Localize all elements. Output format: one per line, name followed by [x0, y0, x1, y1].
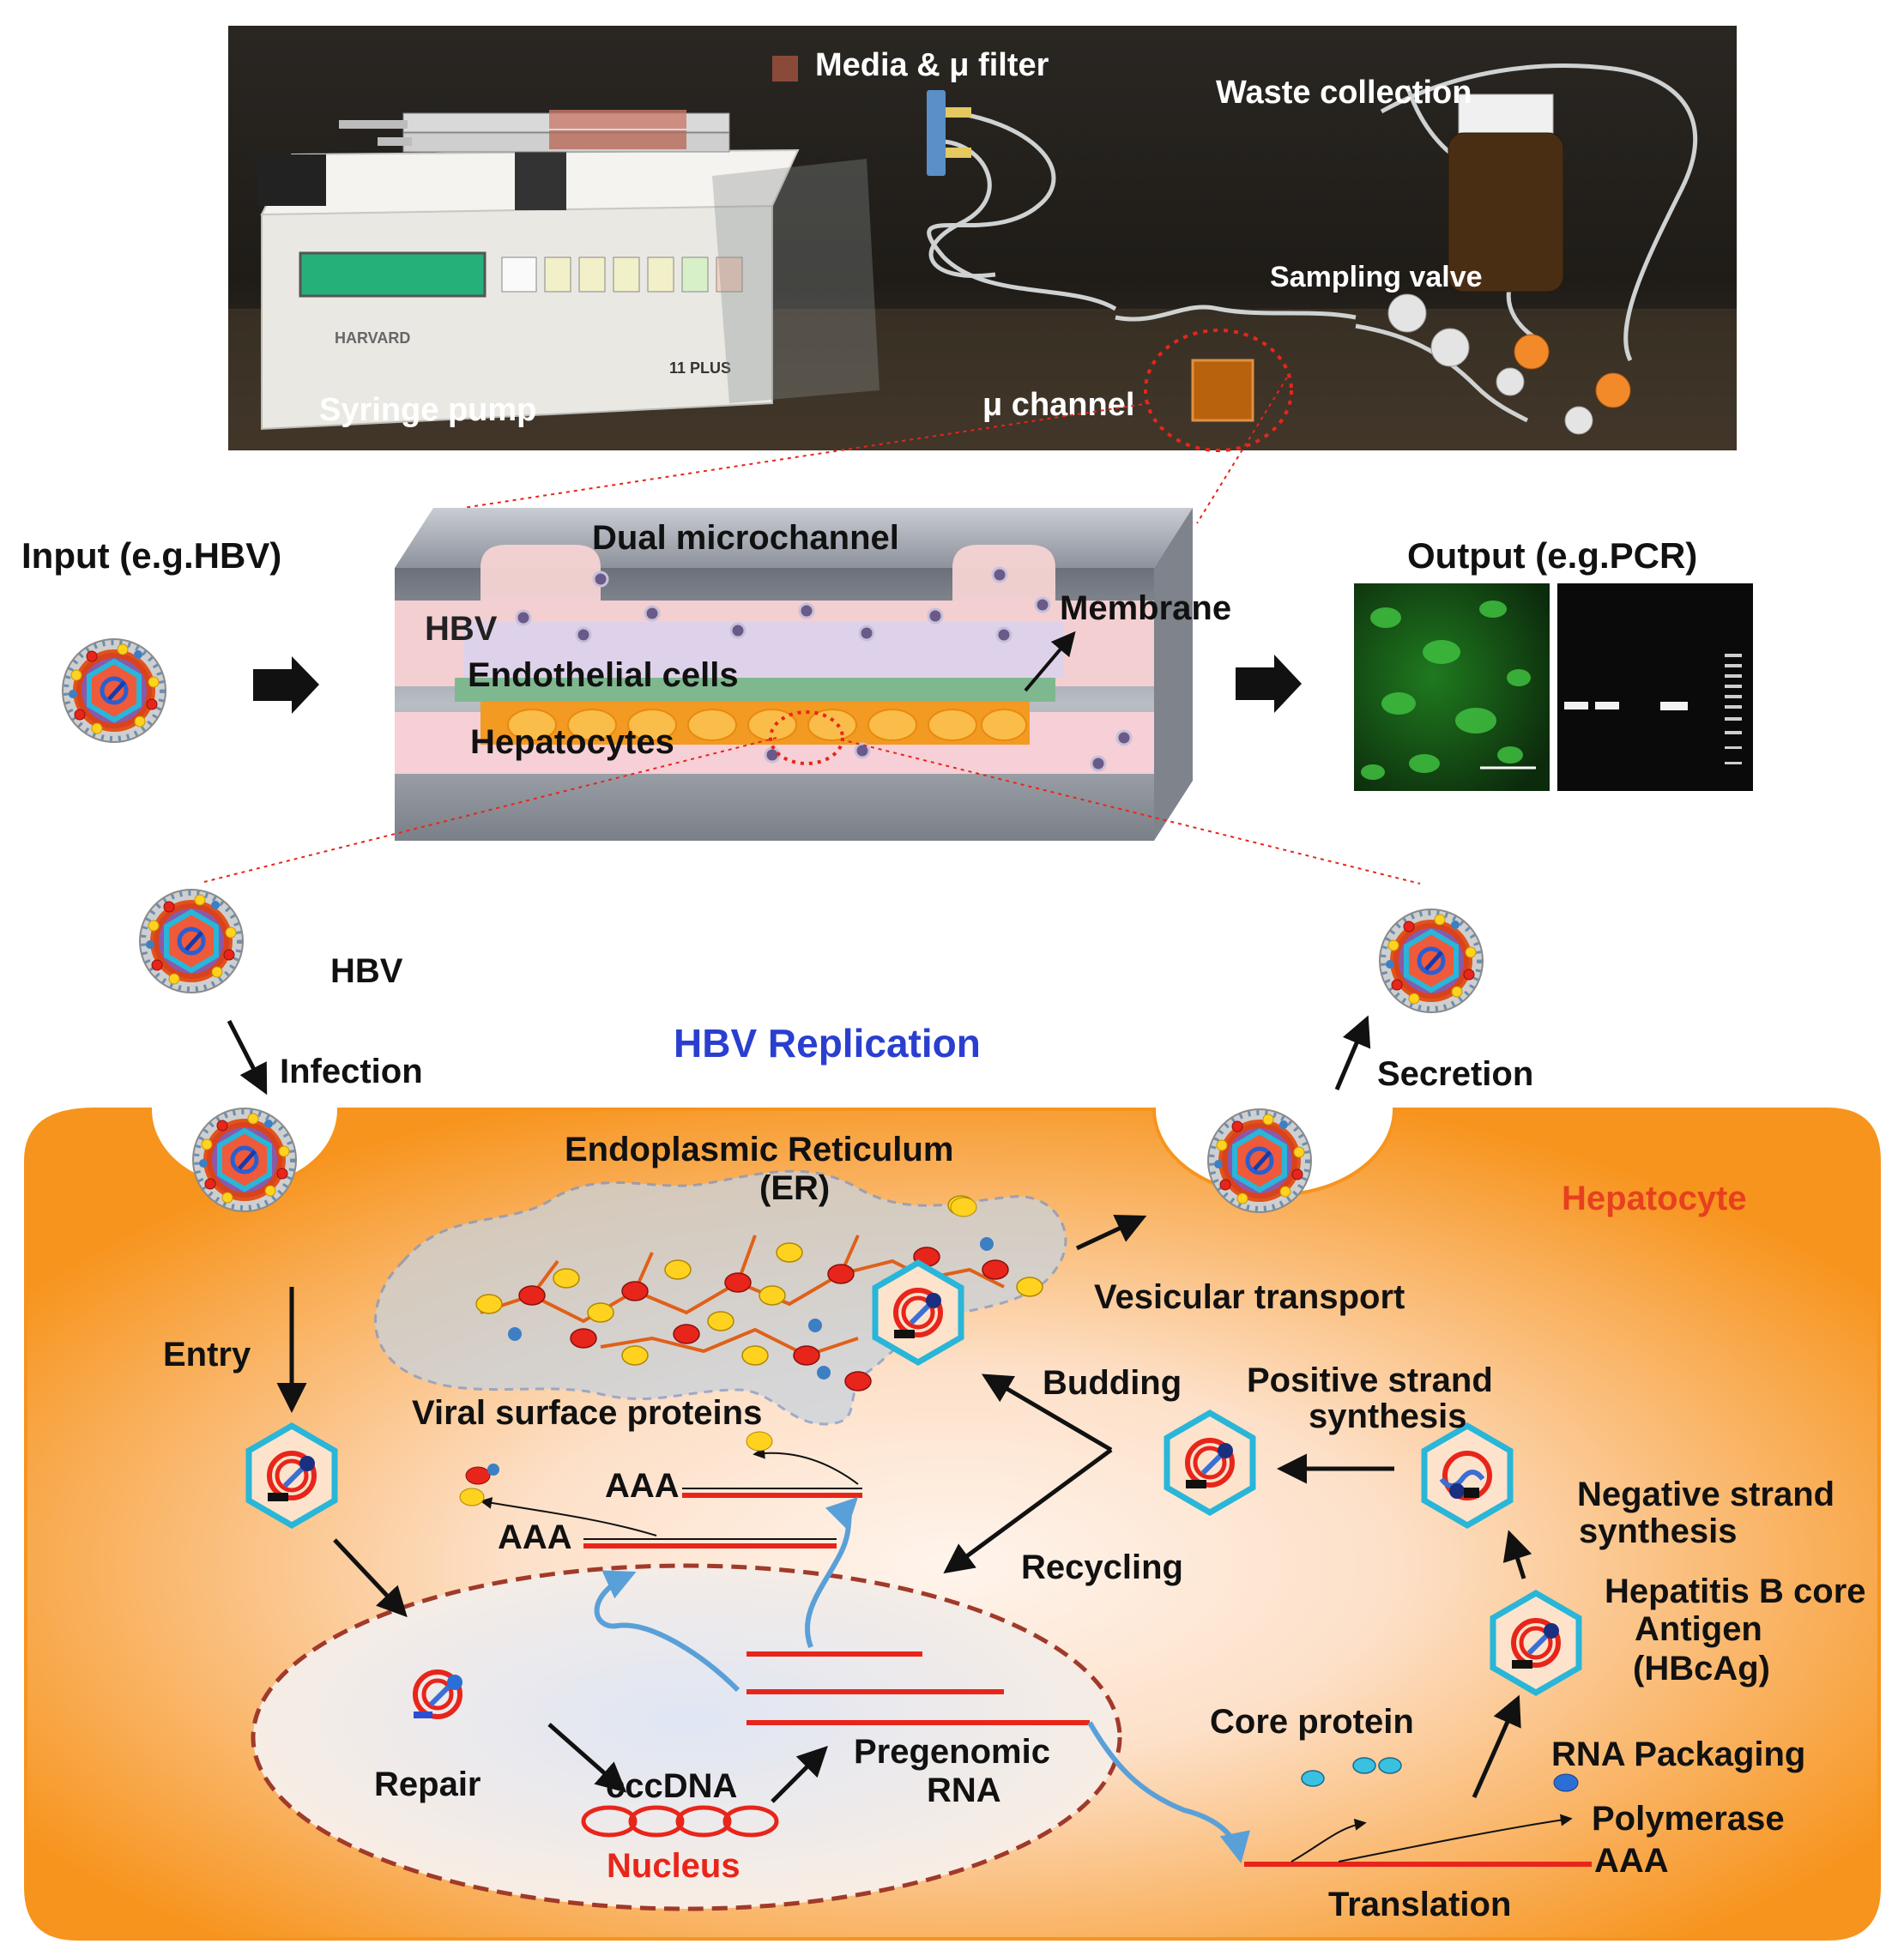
- polymerase-label: Polymerase: [1592, 1800, 1785, 1838]
- translation-label: Translation: [1328, 1886, 1511, 1923]
- secreted-virion-in-vesicle: [1208, 1109, 1311, 1212]
- er-abbrev-label: (ER): [759, 1169, 830, 1207]
- waste-bottle: [1448, 94, 1564, 293]
- hepatocytes-label: Hepatocytes: [470, 723, 674, 761]
- hbcag-line1-label: Hepatitis B core: [1605, 1573, 1866, 1610]
- sampling-valve-label: Sampling valve: [1270, 261, 1483, 293]
- budding-label: Budding: [1043, 1364, 1182, 1402]
- entering-virion: [193, 1108, 296, 1211]
- zoom-line: [203, 737, 777, 883]
- replication-cycle-panel: HBV Replication HBV Infection Secretion …: [24, 890, 1881, 1941]
- er-label: Endoplasmic Reticulum: [565, 1131, 953, 1168]
- zoom-line: [1196, 377, 1288, 524]
- negative-synthesis-label: synthesis: [1579, 1512, 1738, 1550]
- secretion-label: Secretion: [1377, 1055, 1533, 1093]
- syringe-pump-illustration: HARVARD 11 PLUS: [257, 110, 800, 431]
- membrane-pointer-arrow: [1024, 631, 1076, 692]
- entry-label: Entry: [163, 1336, 251, 1373]
- input-label: Input (e.g.HBV): [21, 535, 281, 576]
- entry-capsid: [249, 1426, 335, 1525]
- aaa-label-lower: AAA: [498, 1518, 572, 1556]
- endothelial-layer: [463, 622, 1064, 678]
- nuclear-rna: [746, 1651, 1090, 1725]
- device-hbv-label: HBV: [425, 610, 498, 648]
- core-protein-label: Core protein: [1210, 1703, 1414, 1741]
- repair-label: Repair: [374, 1766, 481, 1803]
- aaa-translation-label: AAA: [1594, 1842, 1669, 1880]
- nucleus-label: Nucleus: [607, 1847, 740, 1885]
- zoom-line: [840, 739, 1421, 884]
- incoming-hbv-virion: [140, 890, 243, 993]
- photo-panel: HARVARD 11 PLUS: [228, 26, 1737, 452]
- device-panel: Input (e.g.HBV): [21, 508, 1753, 841]
- aaa-label-upper: AAA: [605, 1467, 680, 1505]
- pcr-gel-image: [1557, 583, 1753, 791]
- budding-capsid: [875, 1263, 961, 1362]
- viral-surface-proteins-label: Viral surface proteins: [412, 1394, 762, 1432]
- media-filter-label: Media & μ filter: [815, 47, 1049, 83]
- hepatocyte-label: Hepatocyte: [1562, 1180, 1747, 1217]
- core-protein-dots: [1301, 1757, 1402, 1787]
- translation-arrows: [480, 1446, 1573, 1862]
- input-arrow: [253, 656, 319, 714]
- loose-proteins: [459, 1197, 977, 1506]
- membrane-label: Membrane: [1060, 589, 1231, 627]
- positive-strand-capsid: [1167, 1413, 1253, 1512]
- micro-channel-label: μ channel: [982, 387, 1134, 423]
- output-arrow: [1236, 655, 1302, 713]
- recycling-label: Recycling: [1021, 1549, 1183, 1586]
- positive-strand-label: Positive strand: [1247, 1361, 1493, 1399]
- hbcag-line3-label: (HBcAg): [1633, 1650, 1770, 1687]
- infection-label: Infection: [280, 1053, 423, 1090]
- input-virion: [63, 639, 166, 742]
- vesicular-transport-label: Vesicular transport: [1094, 1278, 1405, 1316]
- polymerase-dot: [1553, 1773, 1579, 1792]
- waste-collection-label: Waste collection: [1216, 75, 1472, 111]
- released-hbv-virion: [1380, 909, 1483, 1012]
- hbcag-line2-label: Antigen: [1635, 1610, 1762, 1648]
- channel-highlight-circle: [1144, 329, 1293, 452]
- pump-model-text: 11 PLUS: [669, 359, 731, 377]
- rna-packaging-label: RNA Packaging: [1551, 1736, 1805, 1773]
- syringe-pump-label: Syringe pump: [319, 392, 536, 428]
- hepatocyte-zoom-circle: [769, 710, 844, 765]
- output-label: Output (e.g.PCR): [1407, 535, 1697, 576]
- cccdna-label: cccDNA: [606, 1767, 737, 1805]
- membrane-layer: [455, 678, 1055, 702]
- negative-strand-label: Negative strand: [1577, 1476, 1834, 1513]
- negative-strand-capsid: [1424, 1426, 1510, 1525]
- rna-export-arrows: [594, 1496, 1250, 1864]
- hbcag-capsid: [1493, 1593, 1579, 1693]
- endothelial-cells-label: Endothelial cells: [468, 656, 739, 694]
- replication-title: HBV Replication: [674, 1021, 981, 1066]
- positive-synthesis-label: synthesis: [1309, 1398, 1467, 1435]
- cytoplasmic-mrna: [583, 1493, 1592, 1867]
- cycle-hbv-label: HBV: [330, 952, 403, 990]
- pregenomic-rna-label: RNA: [927, 1772, 1001, 1809]
- pump-brand-text: HARVARD: [335, 329, 410, 347]
- process-arrows: [227, 1015, 1532, 1803]
- dual-microchannel-label: Dual microchannel: [592, 519, 899, 557]
- pregenomic-label: Pregenomic: [854, 1733, 1050, 1771]
- cccdna-chain: [581, 1805, 779, 1838]
